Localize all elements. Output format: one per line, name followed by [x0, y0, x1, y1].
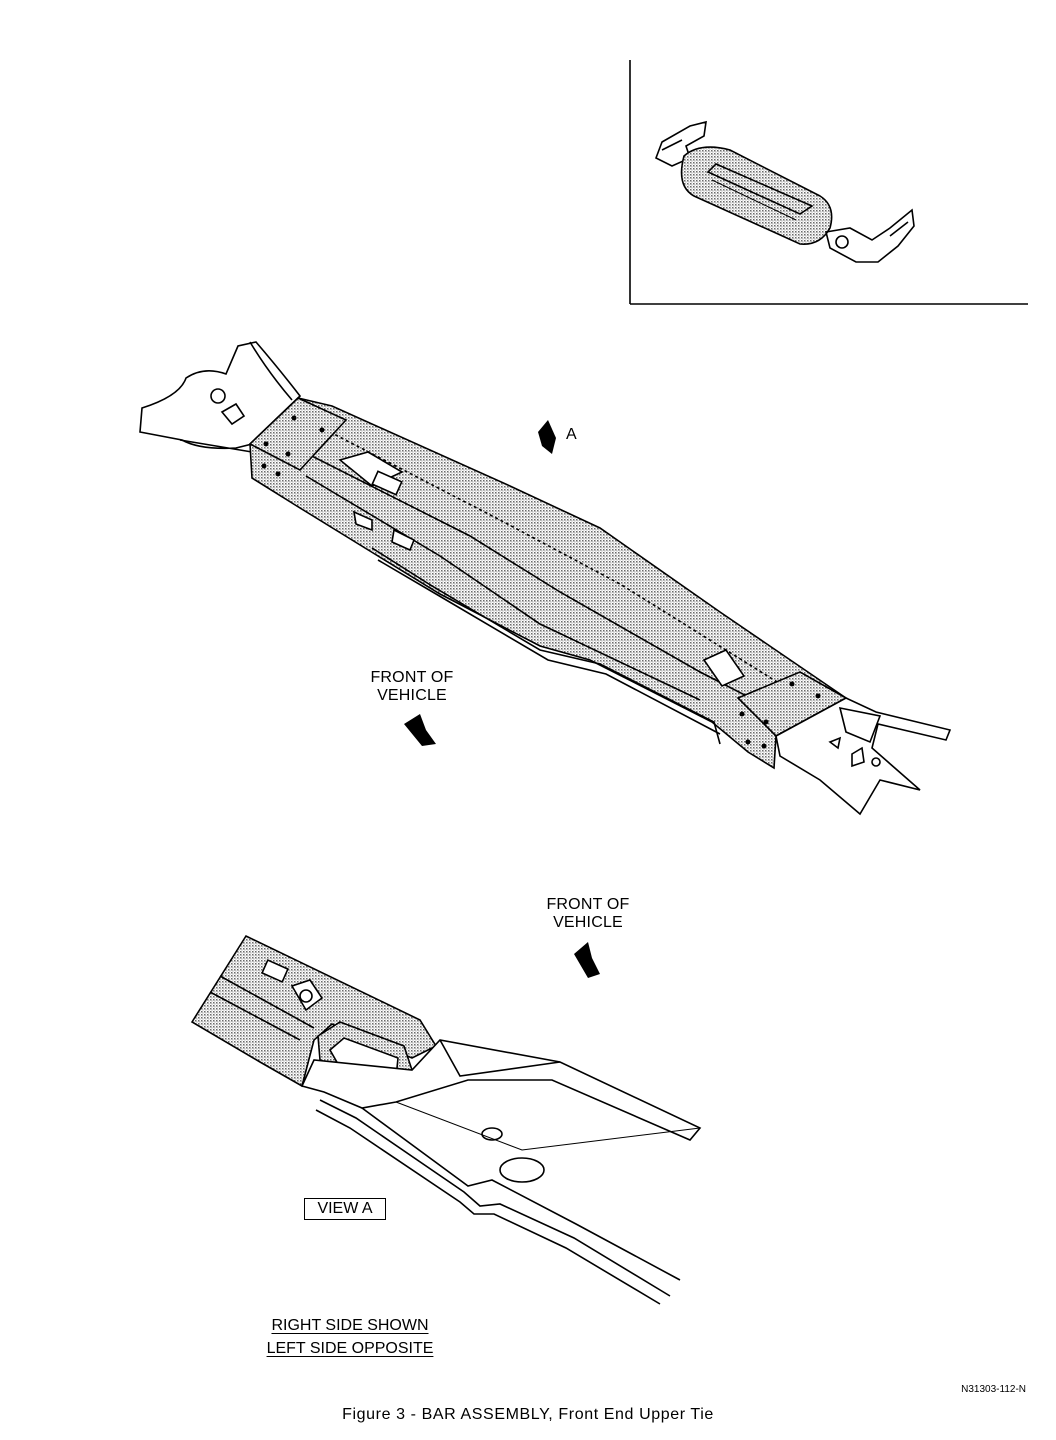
view-a-box: VIEW A — [304, 1198, 386, 1220]
view-a-detail — [190, 934, 702, 1305]
note-left-side: LEFT SIDE OPPOSITE — [240, 1340, 460, 1358]
front-of-vehicle-label-main: FRONT OF VEHICLE — [352, 669, 472, 705]
figure-caption: Figure 3 - BAR ASSEMBLY, Front End Upper… — [342, 1406, 714, 1423]
front-of-vehicle-label-detail: FRONT OF VEHICLE — [528, 896, 648, 932]
front-of-vehicle-line2: VEHICLE — [377, 687, 447, 704]
front-arrow-main — [404, 714, 436, 746]
note-right-side-text: RIGHT SIDE SHOWN — [271, 1317, 429, 1334]
main-bar-assembly — [139, 341, 952, 816]
view-a-pointer-label: A — [566, 426, 577, 443]
view-a-pointer-arrow — [538, 420, 556, 454]
note-left-side-text: LEFT SIDE OPPOSITE — [266, 1340, 434, 1357]
reference-code: N31303-112-N — [961, 1384, 1026, 1395]
front-of-vehicle-line1: FRONT OF — [546, 896, 630, 913]
front-of-vehicle-line2: VEHICLE — [553, 914, 623, 931]
front-arrow-detail — [574, 942, 600, 978]
note-right-side: RIGHT SIDE SHOWN — [240, 1317, 460, 1335]
locator-inset — [629, 60, 1028, 305]
front-of-vehicle-line1: FRONT OF — [370, 669, 454, 686]
